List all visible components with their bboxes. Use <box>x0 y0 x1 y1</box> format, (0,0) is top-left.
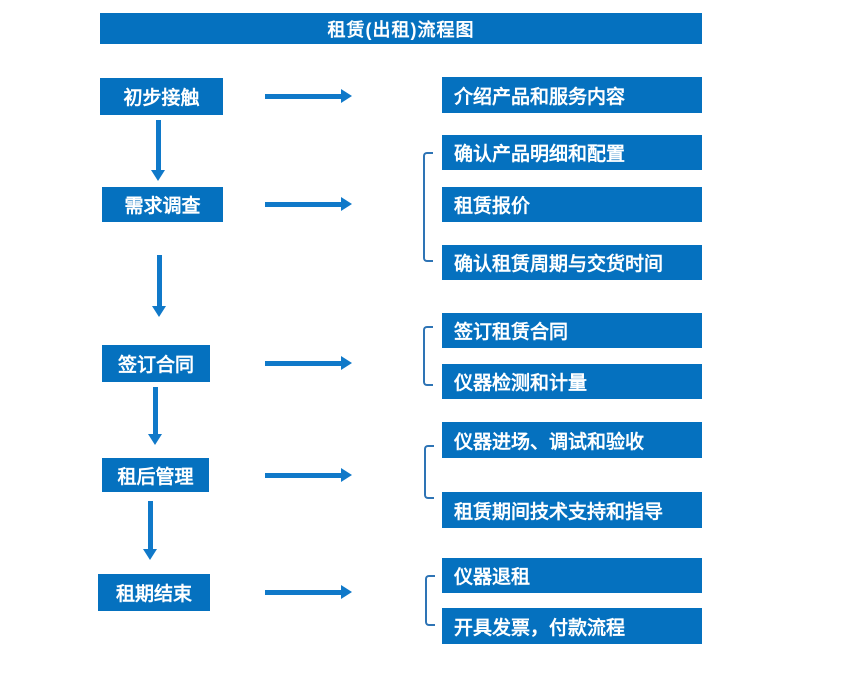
output-box: 租赁报价 <box>442 187 702 222</box>
down-arrow <box>152 255 166 317</box>
arrow-shaft <box>265 472 341 478</box>
arrow-head <box>341 585 352 599</box>
arrow-head <box>341 89 352 103</box>
output-box: 确认租赁周期与交货时间 <box>442 245 702 280</box>
arrow-head <box>341 197 352 211</box>
step-box-post-rental-management: 租后管理 <box>102 458 209 492</box>
arrow-head <box>341 356 352 370</box>
arrow-shaft <box>147 501 153 549</box>
output-box: 介绍产品和服务内容 <box>442 77 702 113</box>
arrow-shaft <box>152 387 158 434</box>
output-box: 开具发票，付款流程 <box>442 608 702 644</box>
arrow-head <box>152 306 166 317</box>
down-arrow <box>148 387 162 445</box>
right-arrow <box>265 356 352 370</box>
right-arrow <box>265 468 352 482</box>
arrow-shaft <box>265 201 341 207</box>
output-box: 租赁期间技术支持和指导 <box>442 492 702 528</box>
arrow-shaft <box>265 589 341 595</box>
right-arrow <box>265 585 352 599</box>
arrow-shaft <box>155 120 161 170</box>
right-arrow <box>265 197 352 211</box>
group-bracket <box>425 575 435 626</box>
output-box: 仪器退租 <box>442 558 702 593</box>
arrow-head <box>341 468 352 482</box>
arrow-head <box>151 170 165 181</box>
group-bracket <box>423 326 433 386</box>
step-box-demand-survey: 需求调查 <box>102 187 223 222</box>
output-box: 仪器进场、调试和验收 <box>442 422 702 458</box>
arrow-shaft <box>156 255 162 306</box>
step-box-rental-end: 租期结束 <box>98 574 210 611</box>
right-arrow <box>265 89 352 103</box>
output-box: 签订租赁合同 <box>442 313 702 348</box>
arrow-shaft <box>265 360 341 366</box>
arrow-head <box>143 549 157 560</box>
arrow-head <box>148 434 162 445</box>
step-box-contract-signing: 签订合同 <box>102 345 210 382</box>
arrow-shaft <box>265 93 341 99</box>
group-bracket <box>424 445 434 499</box>
down-arrow <box>143 501 157 560</box>
flowchart-title: 租赁(出租)流程图 <box>100 13 702 44</box>
output-box: 确认产品明细和配置 <box>442 135 702 170</box>
down-arrow <box>151 120 165 181</box>
group-bracket <box>423 152 433 262</box>
step-box-initial-contact: 初步接触 <box>100 78 223 115</box>
output-box: 仪器检测和计量 <box>442 364 702 399</box>
